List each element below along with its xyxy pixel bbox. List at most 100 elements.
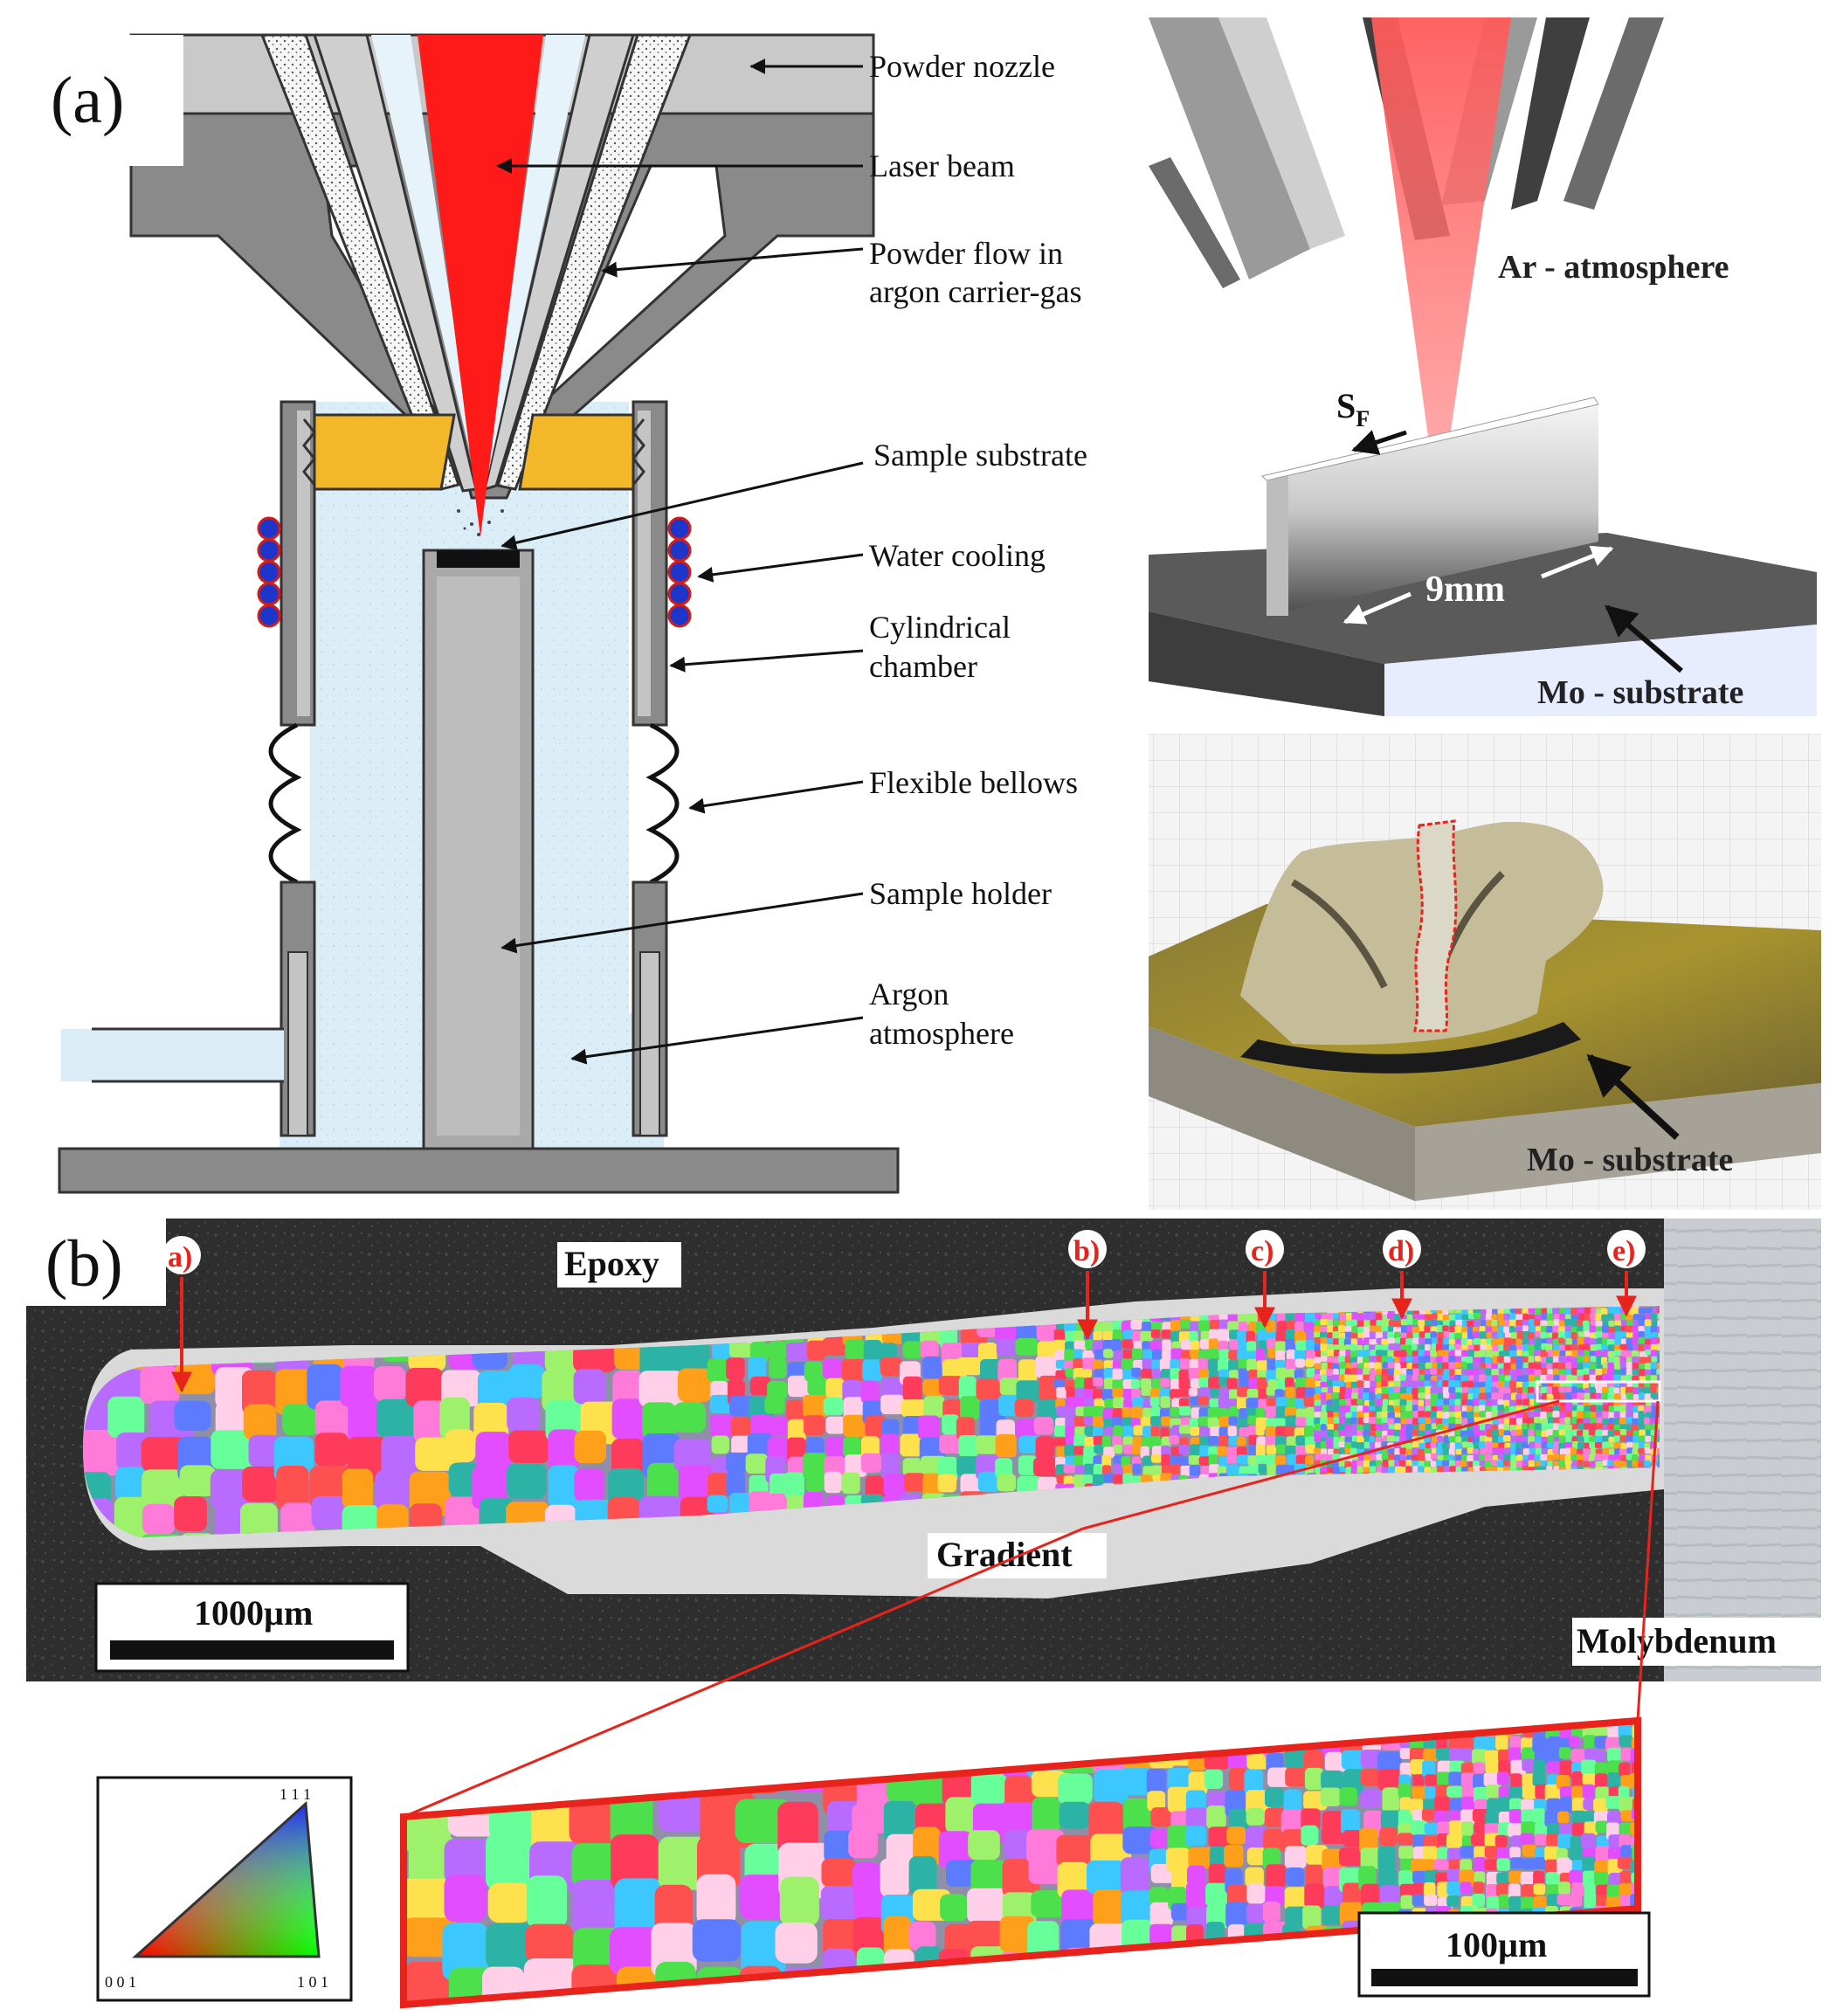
grain [1522, 1398, 1532, 1405]
label-argon-2: atmosphere [869, 1016, 1014, 1051]
grain [1339, 1902, 1363, 1927]
grain [1058, 1773, 1093, 1805]
grain [1438, 2005, 1451, 2016]
grain [1320, 1787, 1341, 1806]
grain [1602, 1387, 1609, 1394]
grain [1412, 1350, 1419, 1357]
grain [375, 1470, 410, 1511]
grain [1149, 1887, 1169, 1907]
grain [1467, 1350, 1475, 1357]
grain [1387, 1356, 1393, 1364]
grain [1541, 1448, 1550, 1456]
grain [1425, 1338, 1433, 1346]
grain [1454, 1362, 1462, 1368]
grain [1218, 1416, 1231, 1427]
grain [729, 1493, 756, 1517]
grain [1544, 1811, 1560, 1827]
grain [1454, 1380, 1460, 1389]
grain [1178, 1398, 1190, 1407]
grain [1118, 1768, 1156, 1796]
grain [1140, 1417, 1152, 1426]
grain [1595, 1429, 1604, 1437]
grain [1625, 1392, 1635, 1399]
grain [1066, 1407, 1076, 1420]
grain [1546, 1429, 1555, 1436]
grain [1430, 1326, 1439, 1333]
grain [806, 1340, 826, 1361]
grain [862, 1359, 882, 1382]
grain [1571, 1822, 1587, 1837]
grain [1229, 1767, 1247, 1791]
grain [1577, 1375, 1585, 1382]
grain [1657, 1435, 1660, 1442]
seal-left [302, 413, 456, 491]
grain [958, 1376, 977, 1402]
grain [1327, 1319, 1333, 1326]
grain [1625, 1405, 1632, 1411]
grain [404, 1878, 453, 1922]
grain [1547, 1435, 1555, 1443]
grain [1558, 1881, 1570, 1895]
grain [1093, 1330, 1103, 1341]
grain [1056, 1834, 1093, 1868]
grain [1418, 1392, 1426, 1399]
grain [1559, 1796, 1576, 1813]
grain [1412, 1387, 1420, 1395]
grain [1577, 1356, 1585, 1363]
grain [1619, 1331, 1627, 1337]
grain [1394, 1454, 1400, 1461]
grain [1430, 1441, 1436, 1449]
grain [1431, 1376, 1439, 1382]
grain [1480, 1343, 1488, 1350]
grain [1381, 1467, 1390, 1474]
grain [1656, 1369, 1660, 1376]
grain [1142, 1455, 1154, 1469]
grain [1094, 1721, 1126, 1748]
grain [1657, 1313, 1660, 1320]
grain [1208, 1446, 1218, 1457]
grain [1166, 1964, 1185, 1983]
grain [1544, 1784, 1561, 1801]
grain [1558, 1363, 1565, 1371]
grain [1570, 1749, 1586, 1763]
grain [1101, 1454, 1112, 1468]
grain [1405, 1319, 1414, 1325]
position-markers: a) b) c) d) e) [162, 1230, 1646, 1393]
grain [1255, 1426, 1265, 1436]
grain [1351, 1412, 1358, 1419]
grain [348, 1398, 378, 1442]
grain [1516, 1350, 1523, 1357]
grain [1266, 1445, 1277, 1455]
grain [1406, 1374, 1412, 1383]
grain [1486, 1785, 1502, 1799]
grain [1460, 2006, 1475, 2016]
grain [995, 1458, 1012, 1478]
grain [880, 1357, 902, 1377]
grain [1258, 1388, 1267, 1402]
grain [1418, 1442, 1427, 1450]
grain [486, 1833, 535, 1890]
grain [1448, 1356, 1456, 1364]
grain [1583, 1368, 1591, 1376]
grain [1431, 1436, 1439, 1443]
grain [1443, 1447, 1450, 1455]
grain [1454, 1442, 1462, 1449]
grain [1399, 1858, 1414, 1870]
grain [1387, 1405, 1394, 1412]
grain [822, 1359, 843, 1378]
grain [1322, 1721, 1345, 1729]
grain [1376, 1436, 1382, 1444]
grain [1412, 1785, 1427, 1799]
photo-substrate-label: Mo - substrate [1527, 1142, 1733, 1178]
grain [1159, 1358, 1172, 1372]
grain [1595, 1320, 1603, 1327]
grain [1584, 1411, 1592, 1420]
grain [1650, 1326, 1658, 1334]
grain [1238, 1368, 1250, 1378]
grain [1619, 1412, 1627, 1419]
grain [1303, 1396, 1315, 1407]
grain [1387, 1337, 1396, 1344]
grain [1333, 1398, 1340, 1407]
grain [1442, 1350, 1449, 1357]
grain [1405, 1356, 1412, 1363]
